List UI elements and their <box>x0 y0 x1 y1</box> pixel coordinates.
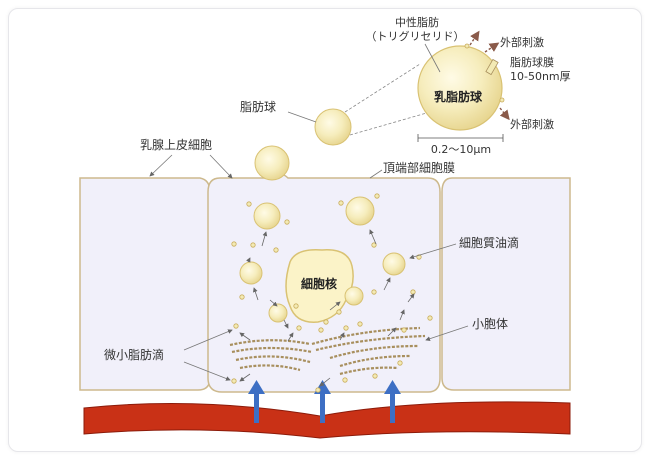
vesicle-leader <box>425 325 469 342</box>
neutral-fat-label: 中性脂肪 <box>395 15 439 29</box>
external-stimulus-arrows <box>469 30 510 121</box>
milk-fat-globule-label: 乳脂肪球 <box>434 89 483 104</box>
micro-droplet-leaders <box>183 329 233 381</box>
right-cell <box>441 177 571 391</box>
mammary-epithelial-cell-label: 乳腺上皮細胞 <box>140 138 212 152</box>
droplet <box>345 196 375 226</box>
milk-fat-globule-detail: 乳脂肪球 <box>417 43 505 131</box>
movement-arrows <box>239 229 415 387</box>
fat-globule-leader <box>287 111 317 123</box>
external-stimulus-bottom-label: 外部刺激 <box>510 117 554 131</box>
apical-membrane-label: 頂端部細胞膜 <box>383 160 455 175</box>
droplet <box>268 303 288 323</box>
neutral-fat-leader <box>424 43 441 73</box>
size-scale <box>417 134 504 142</box>
fat-globule-label: 脂肪球 <box>240 99 276 114</box>
blue-arrow-1 <box>248 380 265 423</box>
cytoplasmic-lipid-droplet-label: 細胞質油滴 <box>459 235 519 250</box>
droplet <box>253 202 281 230</box>
zoom-lines <box>344 63 431 136</box>
membrane-thickness-label: 10-50nm厚 <box>510 70 571 83</box>
nutrient-arrows <box>248 380 401 423</box>
membrane-segment <box>485 58 499 76</box>
micro-lipid-droplet-label: 微小脂肪滴 <box>104 347 164 362</box>
micro-droplets <box>231 193 433 393</box>
droplet <box>239 261 263 285</box>
vesicle-label: 小胞体 <box>472 317 508 331</box>
epithelial-cells <box>79 173 571 393</box>
apical-membrane-leader <box>369 169 383 179</box>
nucleus-label: 細胞核 <box>301 276 337 291</box>
globule-membrane-label: 脂肪球膜 <box>510 55 554 69</box>
endoplasmic-reticulum <box>229 326 426 376</box>
size-range-label: 0.2～10μm <box>431 143 491 156</box>
secreting-fat-globule <box>254 145 290 181</box>
cytoplasmic-droplet-leader <box>409 243 457 260</box>
released-fat-globule <box>314 108 352 146</box>
droplet <box>344 286 364 306</box>
cytoplasmic-droplets <box>239 196 406 323</box>
blue-arrow-3 <box>384 380 401 423</box>
epithelial-cell-leaders <box>149 154 233 179</box>
droplet <box>382 252 406 276</box>
external-stimulus-top-label: 外部刺激 <box>500 35 544 49</box>
triglyceride-label: （トリグリセリド） <box>366 29 465 43</box>
blood-vessel <box>83 401 571 439</box>
